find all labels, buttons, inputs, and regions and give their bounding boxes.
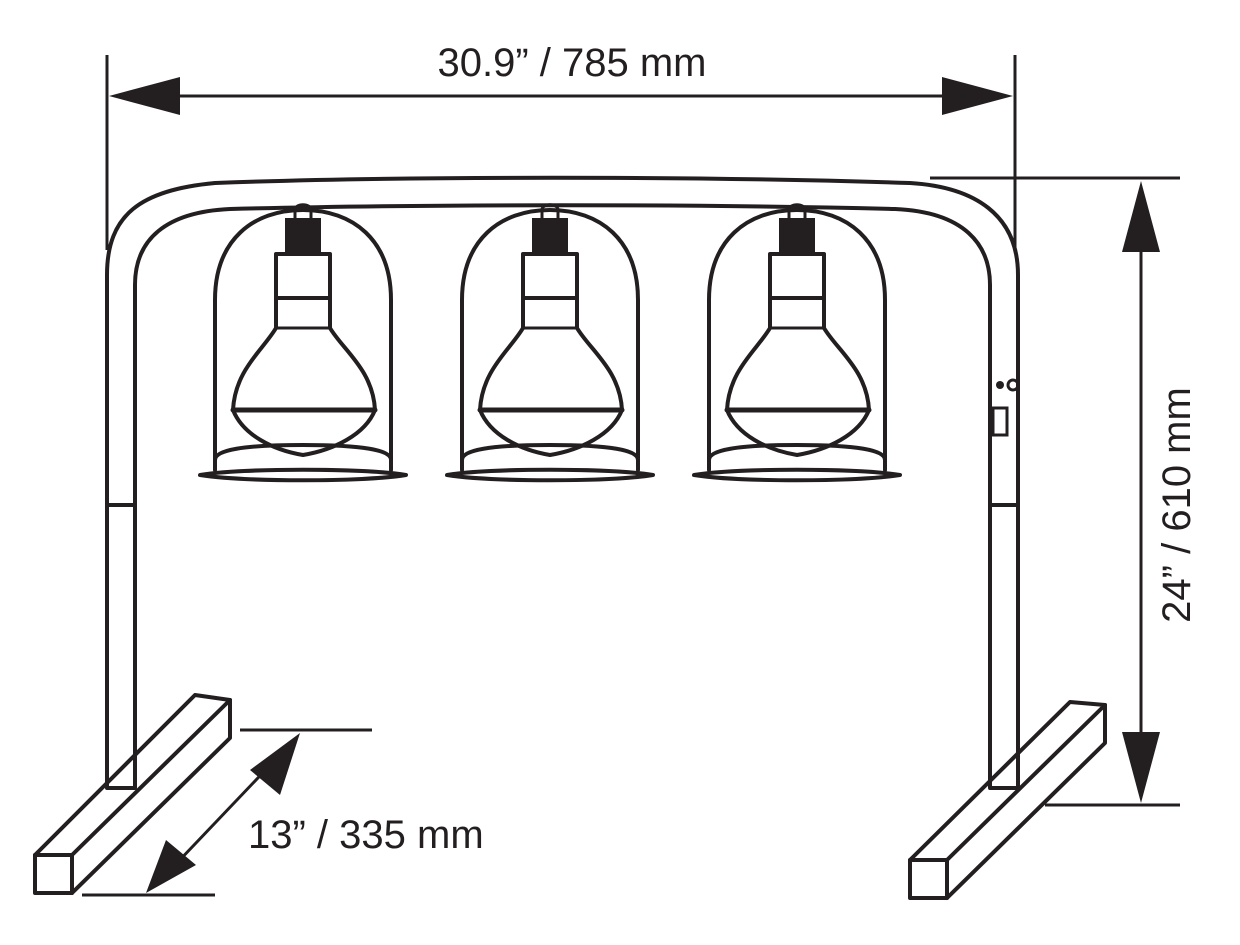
depth-label: 13” / 335 mm [248,813,484,857]
left-foot [33,693,232,895]
right-foot [908,700,1107,900]
power-switch [991,378,1020,437]
left-leg [105,503,137,790]
bulb-housing-2 [445,203,655,483]
bulb-housing-3 [692,203,902,483]
depth-dimension: 13” / 335 mm [82,728,484,897]
right-leg [988,503,1020,790]
bulb-group [198,203,902,483]
bulb-housing-1 [198,203,408,483]
width-label: 30.9” / 785 mm [437,41,706,85]
height-dimension: 24” / 610 mm [930,176,1199,807]
height-label: 24” / 610 mm [1155,387,1199,623]
width-dimension: 30.9” / 785 mm [105,41,1017,250]
lamp-frame [105,175,1020,790]
